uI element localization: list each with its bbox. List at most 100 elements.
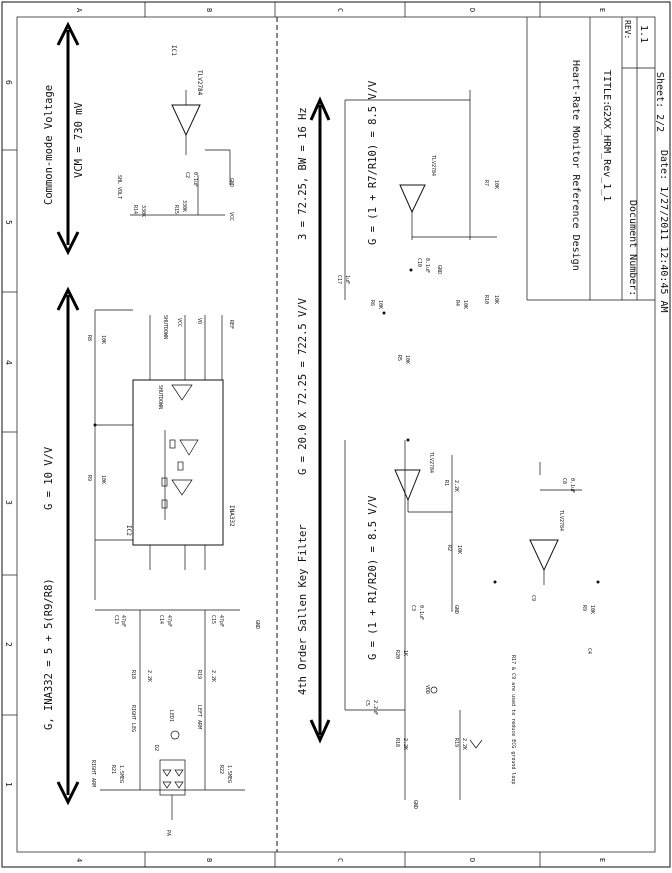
r9-out-value: 10K [589, 605, 595, 614]
c5-value: 2.2uF [372, 700, 378, 715]
ic2-ref: IC2 [125, 525, 132, 536]
gnd-label-mid: GND [254, 620, 260, 629]
ina-gain-label: G, INA332 = 5 + 5(R9/R8) [43, 578, 55, 730]
ic2-vo-pin: VO [196, 318, 202, 324]
r2-label: R2 [446, 545, 452, 551]
c2-label: C2 [184, 172, 190, 178]
pot-label: PA [165, 830, 171, 836]
filter-upper-stage: TLV2784 R7 10K R10 10K C10 0.1uF GND C17… [336, 90, 499, 364]
r7-label: R7 [483, 180, 489, 186]
r4-value: 10K [462, 300, 468, 309]
r6-value: 10K [377, 300, 383, 309]
gnd-lower: GND [453, 605, 459, 614]
zone-letters-bottom: 4 B C D E [75, 858, 606, 862]
r19-lower-label: R19 [453, 738, 459, 747]
r8-label: R8 [86, 335, 92, 341]
r5-label: R5 [396, 355, 402, 361]
common-mode-label: Common-mode Voltage [43, 85, 55, 205]
ground-loop-note: R17 & C9 are used to reduce ECG ground l… [510, 655, 516, 784]
zone-B: B [205, 8, 213, 12]
zone-bottom-5: E [598, 858, 606, 862]
r1-value: 2.2K [453, 480, 459, 492]
ic2-ina332: IC2 INA332 SHUTDOWN SHUTDOWN VCC VO REF [125, 315, 235, 570]
gain-resistor-network: R8 10K R9 10K [86, 309, 133, 600]
r7-value: 10K [493, 180, 499, 189]
date-line: Date: 1/27/2011 12:40:45 AM [658, 150, 669, 313]
ic-upper-ref: TLV2784 [430, 155, 436, 176]
filter-lower-stage: TLV2784 R1 2.2K R2 10K C3 0.1uF GND R20 … [344, 438, 516, 809]
zone-D: D [468, 8, 476, 12]
r20-label: R20 [394, 650, 400, 659]
rev-value: 1.1 [638, 25, 649, 43]
ic2-vcc-pin: VCC [176, 318, 182, 327]
ic1-ref: IC1 [170, 45, 177, 56]
r1-label: R1 [443, 480, 449, 486]
zone-bottom-4: D [468, 858, 476, 862]
right-leg-label: RIGHT LEG [130, 705, 136, 732]
r22-label: R22 [218, 765, 224, 774]
r22-value: 1.5MEG [226, 765, 232, 783]
dimension-arrows [56, 21, 331, 806]
row-numbers: 6 5 4 3 2 1 [4, 80, 13, 787]
left-arm-label: LEFT ARM [196, 705, 202, 729]
output-stage: TLV2784 C8 0.1uF R9 10K C9 C4 [493, 462, 600, 654]
c3-value: 0.1uF [418, 605, 424, 620]
r14-label: R14 [132, 205, 138, 214]
g10-label: G = 10 V/V [43, 446, 55, 510]
f3db-label: 3 = 72.25, BW = 16 Hz [297, 107, 309, 240]
r15-value: 330K [181, 200, 187, 212]
ic2-shutdown-pin: SHUTDOWN [162, 315, 168, 339]
r15-label: R15 [173, 205, 179, 214]
ic1-supply-network: SHL VOLT R14 330K R15 330K C2 0.1uF GND … [116, 149, 234, 221]
r19-value: 2.2K [210, 670, 216, 682]
c14-label: C14 [158, 615, 164, 624]
zone-bottom-3: C [336, 858, 344, 862]
c4-label: C4 [586, 648, 592, 654]
ic-out-ref: TLV2784 [558, 510, 564, 531]
c15-value: 47pF [218, 615, 224, 627]
ic2-part: INA332 [228, 505, 235, 527]
r18-lower-value: 2.2K [402, 738, 408, 750]
filter-title: 4th Order Sallen Key Filter [297, 524, 309, 695]
row-4: 4 [4, 360, 13, 365]
title-block: REV: 1.1 Sheet: 2/2 Heart-Rate Monitor R… [526, 17, 665, 301]
c17-value: 1uF [344, 275, 350, 284]
vcc-label-top: VCC [228, 212, 234, 221]
c17-label: C17 [336, 275, 342, 284]
r10-label: R10 [483, 295, 489, 304]
row-6: 6 [4, 80, 13, 85]
zone-A: A [75, 8, 83, 13]
r2-value: 10K [456, 545, 462, 554]
c14-value: 47pF [166, 615, 172, 627]
r18-label: R18 [130, 670, 136, 679]
vdd-label: VDD [424, 685, 430, 694]
filter-gain: G = 20.0 X 72.25 = 722.5 V/V [297, 297, 309, 475]
r9-out-label: R9 [581, 605, 587, 611]
c13-value: 47pF [120, 615, 126, 627]
r20-value: 1K [402, 650, 408, 656]
c3-label: C3 [410, 605, 416, 611]
row-1: 1 [4, 782, 13, 787]
r6-label: R6 [369, 300, 375, 306]
gnd-upper: GND [436, 265, 442, 274]
r21-value: 1.5MEG [118, 765, 124, 783]
c5-label: C5 [364, 700, 370, 706]
r21-label: R21 [110, 765, 116, 774]
c9-label: C9 [530, 595, 536, 601]
design-title: Heart-Rate Monitor Reference Design [570, 60, 581, 271]
title-value: G2XX_HRM_Rev_1_1 [601, 105, 612, 201]
c15-label: C15 [210, 615, 216, 624]
shl-volt-label: SHL VOLT [116, 175, 122, 199]
r8-value: 10K [100, 335, 106, 344]
c13-label: C13 [113, 615, 119, 624]
r18-lower-label: R18 [394, 738, 400, 747]
right-arm-label: RIGHT ARM [90, 760, 96, 787]
r5-value: 10K [404, 355, 410, 364]
c10-value: 0.1uF [424, 258, 430, 273]
led-label: LED1 [168, 710, 174, 722]
d2-label: D2 [153, 745, 159, 751]
r19-label: R19 [196, 670, 202, 679]
r10-value: 10K [493, 295, 499, 304]
